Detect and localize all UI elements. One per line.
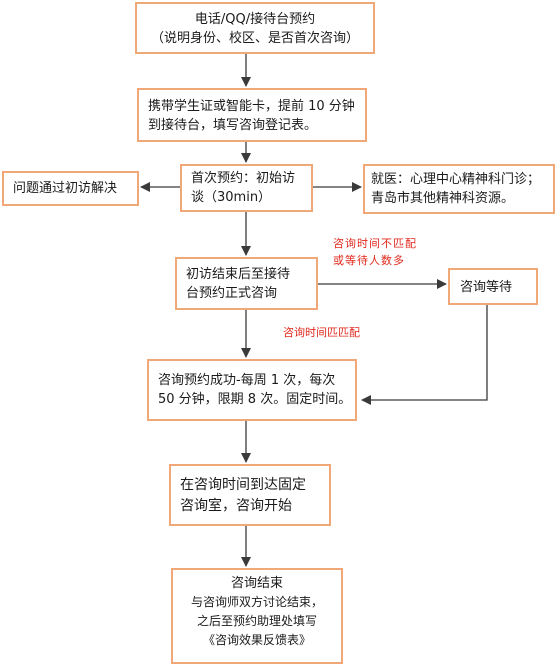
note-mismatch-line1: 咨询时间不匹配 bbox=[333, 237, 417, 250]
node-bring-line1: 携带学生证或智能卡，提前 10 分钟 bbox=[148, 99, 355, 114]
note-match-text: 咨询时间匹匹配 bbox=[283, 326, 360, 339]
note-time-match: 咨询时间匹匹配 bbox=[283, 324, 360, 341]
node-appointment-success: 咨询预约成功-每周 1 次，每次 50 分钟，限期 8 次。固定时间。 bbox=[147, 359, 357, 421]
node-bring-line2: 到接待台，填写咨询登记表。 bbox=[148, 118, 318, 133]
node-end-line4: 《咨询效果反馈表》 bbox=[202, 633, 311, 647]
note-mismatch-line2: 或等待人数多 bbox=[333, 254, 405, 267]
arrow-wait-to-success bbox=[361, 305, 488, 405]
note-time-mismatch: 咨询时间不匹配 或等待人数多 bbox=[333, 235, 417, 269]
node-first-visit: 首次预约：初始访 谈（30min） bbox=[180, 164, 313, 212]
node-phone-line2: （说明身份、校区、是否首次咨询） bbox=[150, 31, 359, 46]
node-hospital-line2: 青岛市其他精神科资源。 bbox=[371, 191, 515, 206]
node-hospital: 就医：心理中心精神科门诊； 青岛市其他精神科资源。 bbox=[363, 164, 555, 214]
node-arrive-line2: 咨询室，咨询开始 bbox=[180, 498, 292, 514]
node-success-line2: 50 分钟，限期 8 次。固定时间。 bbox=[158, 392, 352, 407]
node-after-first-visit: 初访结束后至接待 台预约正式咨询 bbox=[175, 257, 318, 310]
node-hospital-line1: 就医：心理中心精神科门诊； bbox=[371, 172, 541, 187]
node-bring-card: 携带学生证或智能卡，提前 10 分钟 到接待台，填写咨询登记表。 bbox=[137, 88, 367, 142]
node-phone-appointment: 电话/QQ/接待台预约 （说明身份、校区、是否首次咨询） bbox=[135, 2, 375, 54]
node-end-line2: 与咨询师双方讨论结束， bbox=[190, 595, 323, 609]
node-arrive-line1: 在咨询时间到达固定 bbox=[180, 477, 306, 493]
node-end-line1: 咨询结束 bbox=[230, 576, 283, 591]
node-after-line2: 台预约正式咨询 bbox=[186, 286, 278, 301]
node-after-line1: 初访结束后至接待 bbox=[186, 267, 291, 282]
node-end: 咨询结束 与咨询师双方讨论结束， 之后至预约助理处填写 《咨询效果反馈表》 bbox=[171, 568, 343, 664]
node-first-line2: 谈（30min） bbox=[191, 190, 272, 205]
node-wait: 咨询等待 bbox=[448, 268, 538, 305]
node-wait-line1: 咨询等待 bbox=[460, 280, 513, 295]
node-solved: 问题通过初访解决 bbox=[2, 171, 139, 206]
node-arrive: 在咨询时间到达固定 咨询室，咨询开始 bbox=[169, 464, 331, 526]
node-first-line1: 首次预约：初始访 bbox=[191, 171, 296, 186]
node-phone-line1: 电话/QQ/接待台预约 bbox=[194, 12, 316, 27]
node-end-line3: 之后至预约助理处填写 bbox=[196, 614, 317, 628]
node-success-line1: 咨询预约成功-每周 1 次，每次 bbox=[158, 373, 336, 388]
node-solved-line1: 问题通过初访解决 bbox=[13, 181, 118, 196]
